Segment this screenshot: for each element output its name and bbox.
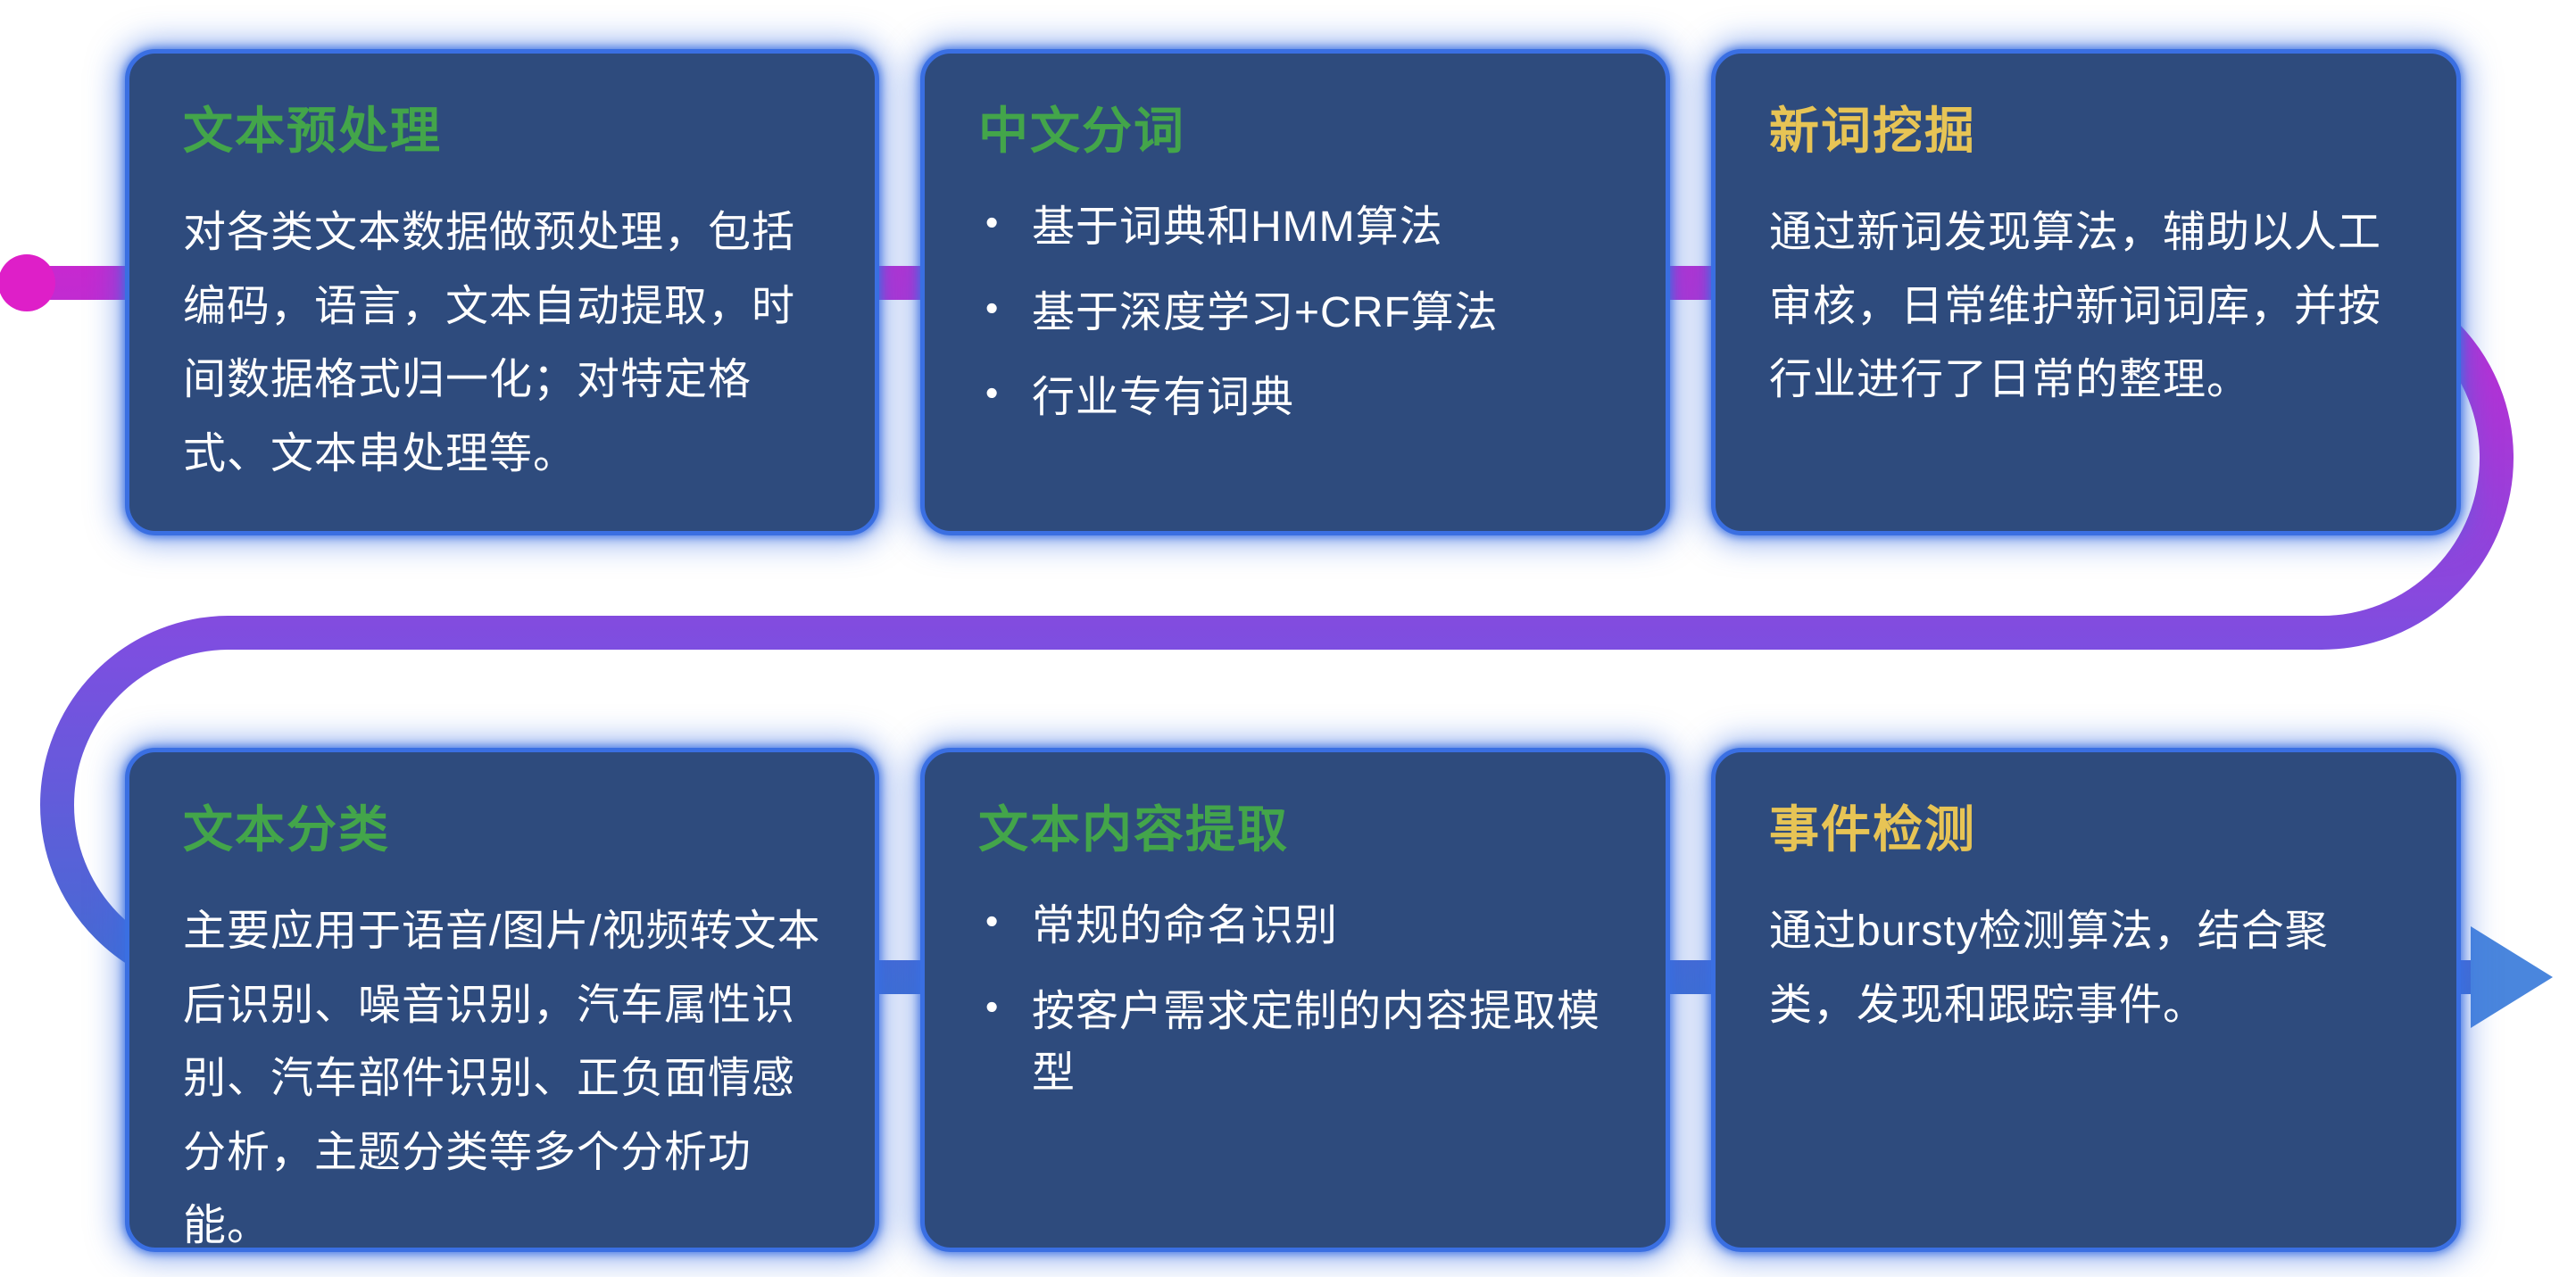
bullet-item: 基于词典和HMM算法 (985, 196, 1612, 259)
card-text-preprocessing: 文本预处理 对各类文本数据做预处理，包括编码，语言，文本自动提取，时间数据格式归… (125, 49, 879, 535)
card-title: 文本内容提取 (978, 801, 1289, 858)
card-new-word-mining: 新词挖掘 通过新词发现算法，辅助以人工审核，日常维护新词词库，并按行业进行了日常… (1711, 49, 2461, 535)
bullet-item: 常规的命名识别 (985, 895, 1612, 958)
card-body-text: 通过bursty检测算法，结合聚类，发现和跟踪事件。 (1769, 908, 2329, 1029)
flow-line (8, 266, 2514, 994)
card-body-text: 通过新词发现算法，辅助以人工审核，日常维护新词词库，并按行业进行了日常的整理。 (1769, 209, 2382, 404)
bullet-list: 常规的命名识别 按客户需求定制的内容提取模型 (978, 895, 1612, 1105)
card-event-detection: 事件检测 通过bursty检测算法，结合聚类，发现和跟踪事件。 (1711, 748, 2461, 1252)
card-title: 中文分词 (978, 103, 1185, 159)
bullet-item: 行业专有词典 (985, 367, 1612, 429)
card-title: 新词挖掘 (1769, 103, 1976, 159)
card-text-classification: 文本分类 主要应用于语音/图片/视频转文本后识别、噪音识别，汽车属性识别、汽车部… (125, 748, 879, 1252)
bullet-list: 基于词典和HMM算法 基于深度学习+CRF算法 行业专有词典 (978, 196, 1612, 429)
bullet-item: 按客户需求定制的内容提取模型 (985, 981, 1612, 1105)
card-text-content-extraction: 文本内容提取 常规的命名识别 按客户需求定制的内容提取模型 (920, 748, 1670, 1252)
card-title: 文本分类 (183, 801, 390, 858)
card-title: 文本预处理 (183, 103, 442, 159)
card-title: 事件检测 (1769, 801, 1976, 858)
flow-start-dot (0, 254, 55, 311)
card-body-text: 主要应用于语音/图片/视频转文本后识别、噪音识别，汽车属性识别、汽车部件识别、正… (183, 908, 821, 1250)
card-body-text: 对各类文本数据做预处理，包括编码，语言，文本自动提取，时间数据格式归一化；对特定… (183, 209, 796, 477)
bullet-item: 基于深度学习+CRF算法 (985, 282, 1612, 344)
flow-end-arrow-icon (2471, 926, 2553, 1028)
card-chinese-word-segmentation: 中文分词 基于词典和HMM算法 基于深度学习+CRF算法 行业专有词典 (920, 49, 1670, 535)
